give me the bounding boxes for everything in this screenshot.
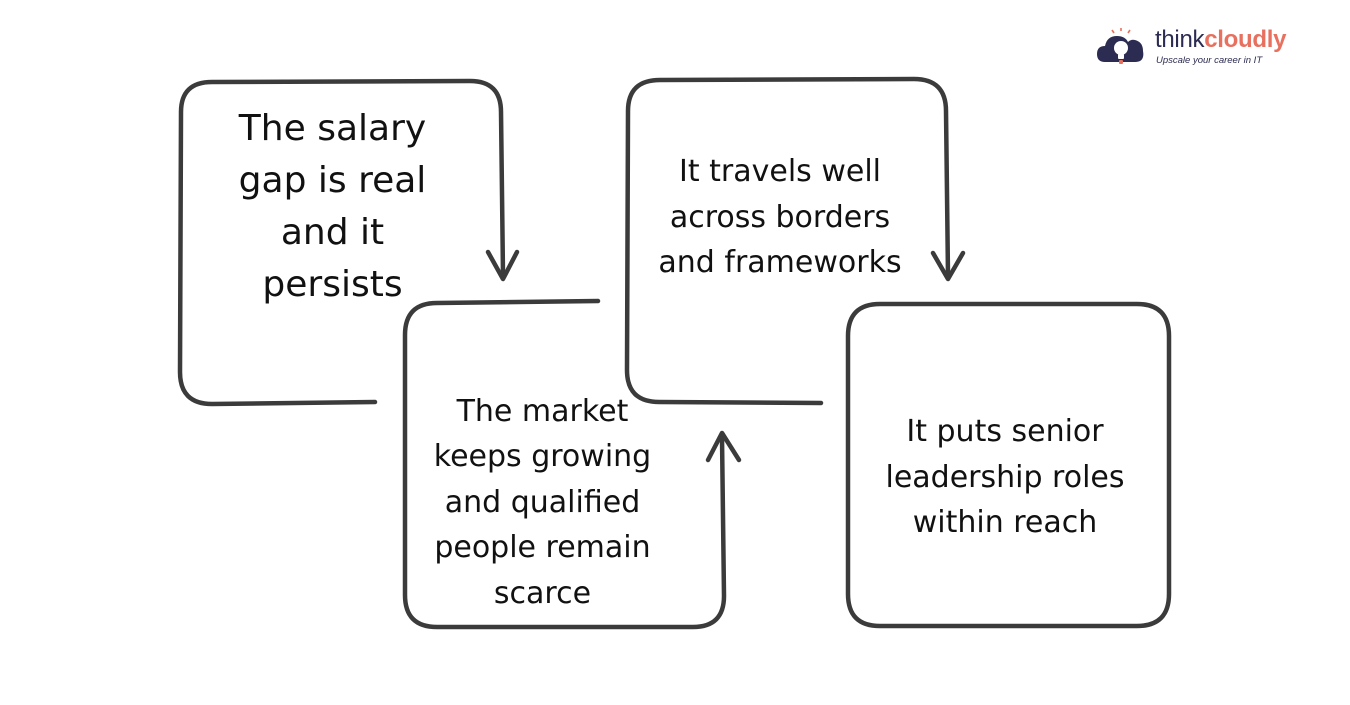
brand-tagline: Upscale your career in IT	[1156, 55, 1263, 66]
box-3-text: It travels well across borders and frame…	[658, 154, 902, 281]
box-2-text: The market keeps growing and qualified p…	[433, 393, 652, 611]
brand-word-cloudly: cloudly	[1204, 26, 1287, 53]
brand-wordmark: thinkcloudly	[1155, 26, 1286, 54]
box-2-outline	[402, 298, 727, 630]
box-4-outline	[845, 301, 1172, 629]
brand-word-think: think	[1155, 26, 1205, 53]
arrow-2-head	[705, 430, 742, 463]
arrow-3-head	[930, 250, 966, 282]
box-1-outline	[177, 78, 506, 407]
cloud-lightbulb-icon	[1097, 28, 1144, 64]
brand-logo: thinkcloudly Upscale your career in IT	[1095, 26, 1305, 70]
box-3-outline	[624, 76, 951, 406]
box-1-text: The salary gap is real and it persists	[238, 107, 427, 306]
arrow-1-head	[485, 249, 520, 282]
box-4-text: It puts senior leadership roles within r…	[885, 414, 1125, 541]
